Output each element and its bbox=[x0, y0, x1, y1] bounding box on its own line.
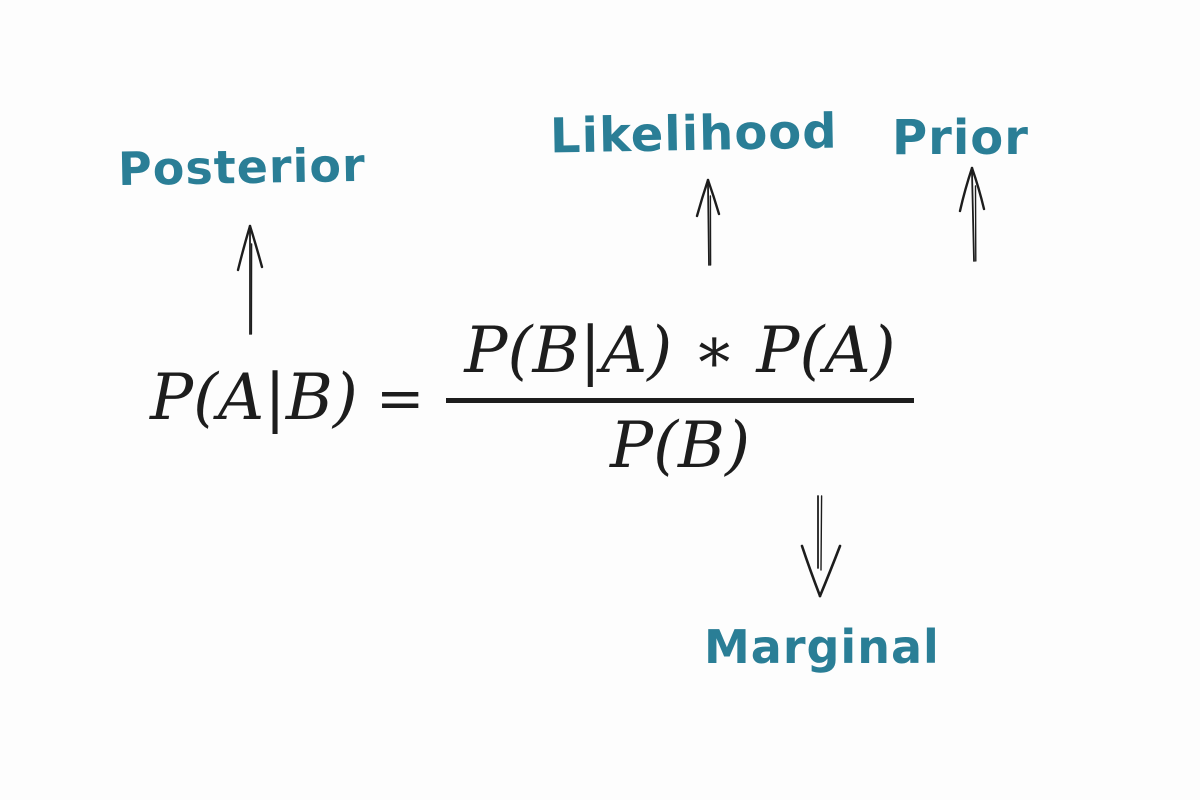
bayes-equation: P(A|B) = P(B|A) ∗ P(A) P(B) bbox=[150, 296, 914, 500]
posterior-label: Posterior bbox=[117, 137, 367, 197]
prior-label: Prior bbox=[892, 110, 1029, 166]
likelihood-up-arrow-icon bbox=[695, 178, 721, 266]
equation-numerator: P(B|A) ∗ P(A) bbox=[464, 313, 896, 388]
equation-lhs: P(A|B) bbox=[150, 361, 358, 435]
posterior-up-arrow-icon bbox=[236, 224, 264, 335]
likelihood-label: Likelihood bbox=[549, 103, 839, 165]
marginal-label: Marginal bbox=[704, 620, 940, 674]
equation-denominator: P(B) bbox=[446, 397, 914, 483]
equation-fraction: P(B|A) ∗ P(A) P(B) bbox=[446, 313, 914, 483]
marginal-down-arrow-icon bbox=[800, 495, 842, 598]
equation-equals-sign: = bbox=[375, 364, 425, 432]
prior-up-arrow-icon bbox=[958, 166, 986, 262]
